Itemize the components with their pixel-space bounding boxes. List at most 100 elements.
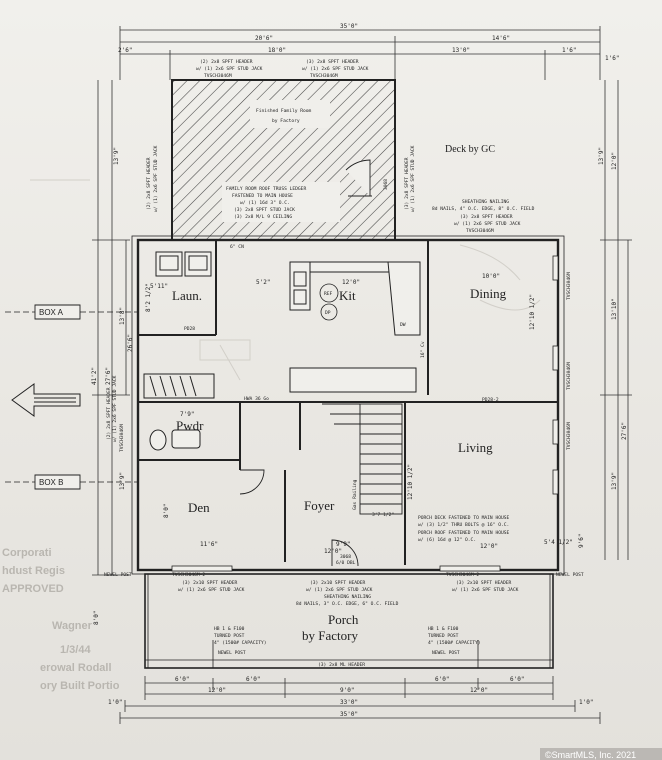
arrow-left-icon xyxy=(11,383,81,417)
ghost-text-3: APPROVED xyxy=(2,583,64,595)
header-note-2c: TVSCH3046M xyxy=(310,73,338,79)
porch-newel-right: NEWEL POST xyxy=(556,572,584,578)
dim-living-5-4: 5'4 1/2" xyxy=(544,539,573,546)
ghost-background-lines xyxy=(30,179,541,381)
living-window-label: TVSCH3046M xyxy=(566,422,572,450)
dp-label: DP xyxy=(325,310,331,316)
box-b-label: BOX B xyxy=(39,478,63,487)
front-window-right xyxy=(439,565,501,572)
copyright-text: ©SmartMLS, Inc. 2021 xyxy=(545,750,636,760)
dim-dining-h: 12'10 1/2" xyxy=(529,294,536,330)
header-note-1c: TVSCH3046M xyxy=(204,73,232,79)
ghost-stamp: Corporati hdust Regis APPROVED Wagner 1/… xyxy=(2,547,120,692)
family-door-swing xyxy=(345,159,371,196)
dim-den-h: 8'0" xyxy=(163,504,170,518)
dim-right-13-10: 13'10" xyxy=(611,298,618,320)
vheader-right-1: (3) 2x8 SPFT HEADER xyxy=(404,157,410,210)
deck-label: Deck by GC xyxy=(445,144,495,155)
ghost-text-7: ory Built Portio xyxy=(40,680,120,692)
dim-left-8: 8'0" xyxy=(93,611,100,625)
den-door-swing xyxy=(239,469,265,495)
dim-right-27-6: 27'6" xyxy=(621,422,628,440)
hwa-label: HWA 36 Go xyxy=(244,396,269,402)
dim-foyer: 9'9" xyxy=(336,541,350,548)
dim-top-2-6: 2'6" xyxy=(118,47,132,54)
porch-outline xyxy=(144,573,554,669)
pwdr-label: Pwdr xyxy=(176,418,204,433)
porch-header-left: TVSCH3046M-2 xyxy=(172,572,205,578)
ledger-note-5: (3) 2x8 M/L 9 CEILING xyxy=(234,214,292,220)
bottom-dimension-lines xyxy=(119,676,601,724)
post-note-left-3: 4" (1500# CAPACITY) xyxy=(214,640,267,646)
cn-label: 6" CN xyxy=(230,244,244,250)
post-note-left-4: NEWEL POST xyxy=(218,650,246,656)
dim-dining-w: 10'0" xyxy=(482,273,500,280)
dim-laun-w: 5'11" xyxy=(150,283,168,290)
header-note-2a: (3) 2x8 SPFT HEADER xyxy=(306,59,359,65)
left-dimension-lines xyxy=(92,80,130,576)
dim-kit-w: 12'0" xyxy=(342,279,360,286)
family-door-label: 3068 xyxy=(383,179,389,190)
dining-window-label-2: TVSCH3046M xyxy=(566,362,572,390)
porch-sheathing-2: 8d NAILS, 3" O.C. EDGE, 6" O.C. FIELD xyxy=(296,601,399,607)
dim-left-total: 41'2" xyxy=(91,367,98,385)
dim-porch-12: 12'0" xyxy=(324,548,342,555)
front-door-swing xyxy=(331,539,359,567)
laundry-door-label: PD28 xyxy=(184,326,195,332)
porch-header-right-3: w/ (1) 2x6 SPF STUD JACK xyxy=(452,587,519,593)
ledger-note-1: FAMILY ROOM ROOF TRUSS LEDGER xyxy=(226,186,306,192)
vheader-left-2: w/ (1) 2x6 SPF STUD JACK xyxy=(153,145,159,212)
dim-overall-top: 35'0" xyxy=(340,23,358,30)
family-room-label-2: by Factory xyxy=(272,118,300,124)
copyright-bg xyxy=(540,748,662,760)
header-note-1b: w/ (1) 2x6 SPF STUD JACK xyxy=(196,66,263,72)
laundry-appliances xyxy=(155,251,212,277)
dim-living-h: 12'10 1/2" xyxy=(407,464,414,500)
porch-roof-note-2: w/ (6) 16d @ 12" O.C. xyxy=(418,537,476,543)
porch-header-right: TVSCH3046M-2 xyxy=(446,572,479,578)
ledger-note-2: FASTENED TO MAIN HOUSE xyxy=(232,193,293,199)
vheader-lower-left-3: TVSCH3046M xyxy=(119,424,125,452)
ml-header-note: (3) 2x8 ML HEADER xyxy=(318,662,365,668)
ghost-text-5: 1/3/44 xyxy=(60,644,91,656)
dim-top-18: 18'0" xyxy=(268,47,286,54)
dim-right-9-6: 9'6" xyxy=(578,534,585,548)
dining-label: Dining xyxy=(470,286,507,301)
dim-left-13-8: 13'8" xyxy=(119,307,126,325)
post-note-right-1: HB 1 & F100 xyxy=(428,626,459,632)
vheader-right-2: w/ (1) 2x6 SPF STUD JACK xyxy=(410,145,416,212)
ledger-note-4: (3) 2x8 SPFT STUD JACK xyxy=(234,207,295,213)
ledger-note-bg xyxy=(222,182,340,222)
deck-sheathing-1: SHEATHING NAILING xyxy=(462,199,509,205)
closet-shelves xyxy=(143,373,215,399)
porch-header-mid-1: (3) 2x10 SPFT HEADER xyxy=(310,580,366,586)
dim-top-13: 13'0" xyxy=(452,47,470,54)
dim-left-13-9b: 13'9" xyxy=(119,472,126,490)
dim-left-27-6: 27'6" xyxy=(105,367,112,385)
toilet xyxy=(149,429,167,451)
ghost-text-6: erowal Rodall xyxy=(40,662,112,674)
dim-left-26-6: 26'6" xyxy=(127,334,134,352)
porch-header-left-2: (3) 2x10 SPFT HEADER xyxy=(182,580,238,586)
stair-railing-label: Gas Railing xyxy=(352,479,358,510)
header-note-2b: w/ (1) 2x6 SPF STUD JACK xyxy=(302,66,369,72)
porch-label: Porch xyxy=(328,612,359,627)
post-note-left-1: HB 1 & F100 xyxy=(214,626,245,632)
vheader-lower-left-2: w/ (1) 2x6 SPF STUD JACK xyxy=(112,375,118,442)
front-door-label-1: 3068 xyxy=(340,554,351,560)
dim-bottom-6-0a: 6'0" xyxy=(175,676,189,683)
dim-bottom-left-1: 1'0" xyxy=(108,699,122,706)
interior-walls xyxy=(138,240,558,565)
dim-right-1-0: 1'0" xyxy=(579,699,593,706)
ref-label: REF xyxy=(324,291,333,297)
dim-left-13-9: 13'9" xyxy=(113,147,120,165)
porch-newel-left: NEWEL POST xyxy=(104,572,132,578)
porch-roof-note-1: PORCH ROOF FASTENED TO MAIN HOUSE xyxy=(418,530,510,536)
top-dimension-lines xyxy=(119,26,601,80)
porch-header-mid-2: w/ (1) 2x6 SPF STUD JACK xyxy=(306,587,373,593)
dim-bottom-6-0b: 6'0" xyxy=(246,676,260,683)
dim-top-1-6: 1'6" xyxy=(562,47,576,54)
ghost-text-4: Wagner xyxy=(52,620,93,632)
